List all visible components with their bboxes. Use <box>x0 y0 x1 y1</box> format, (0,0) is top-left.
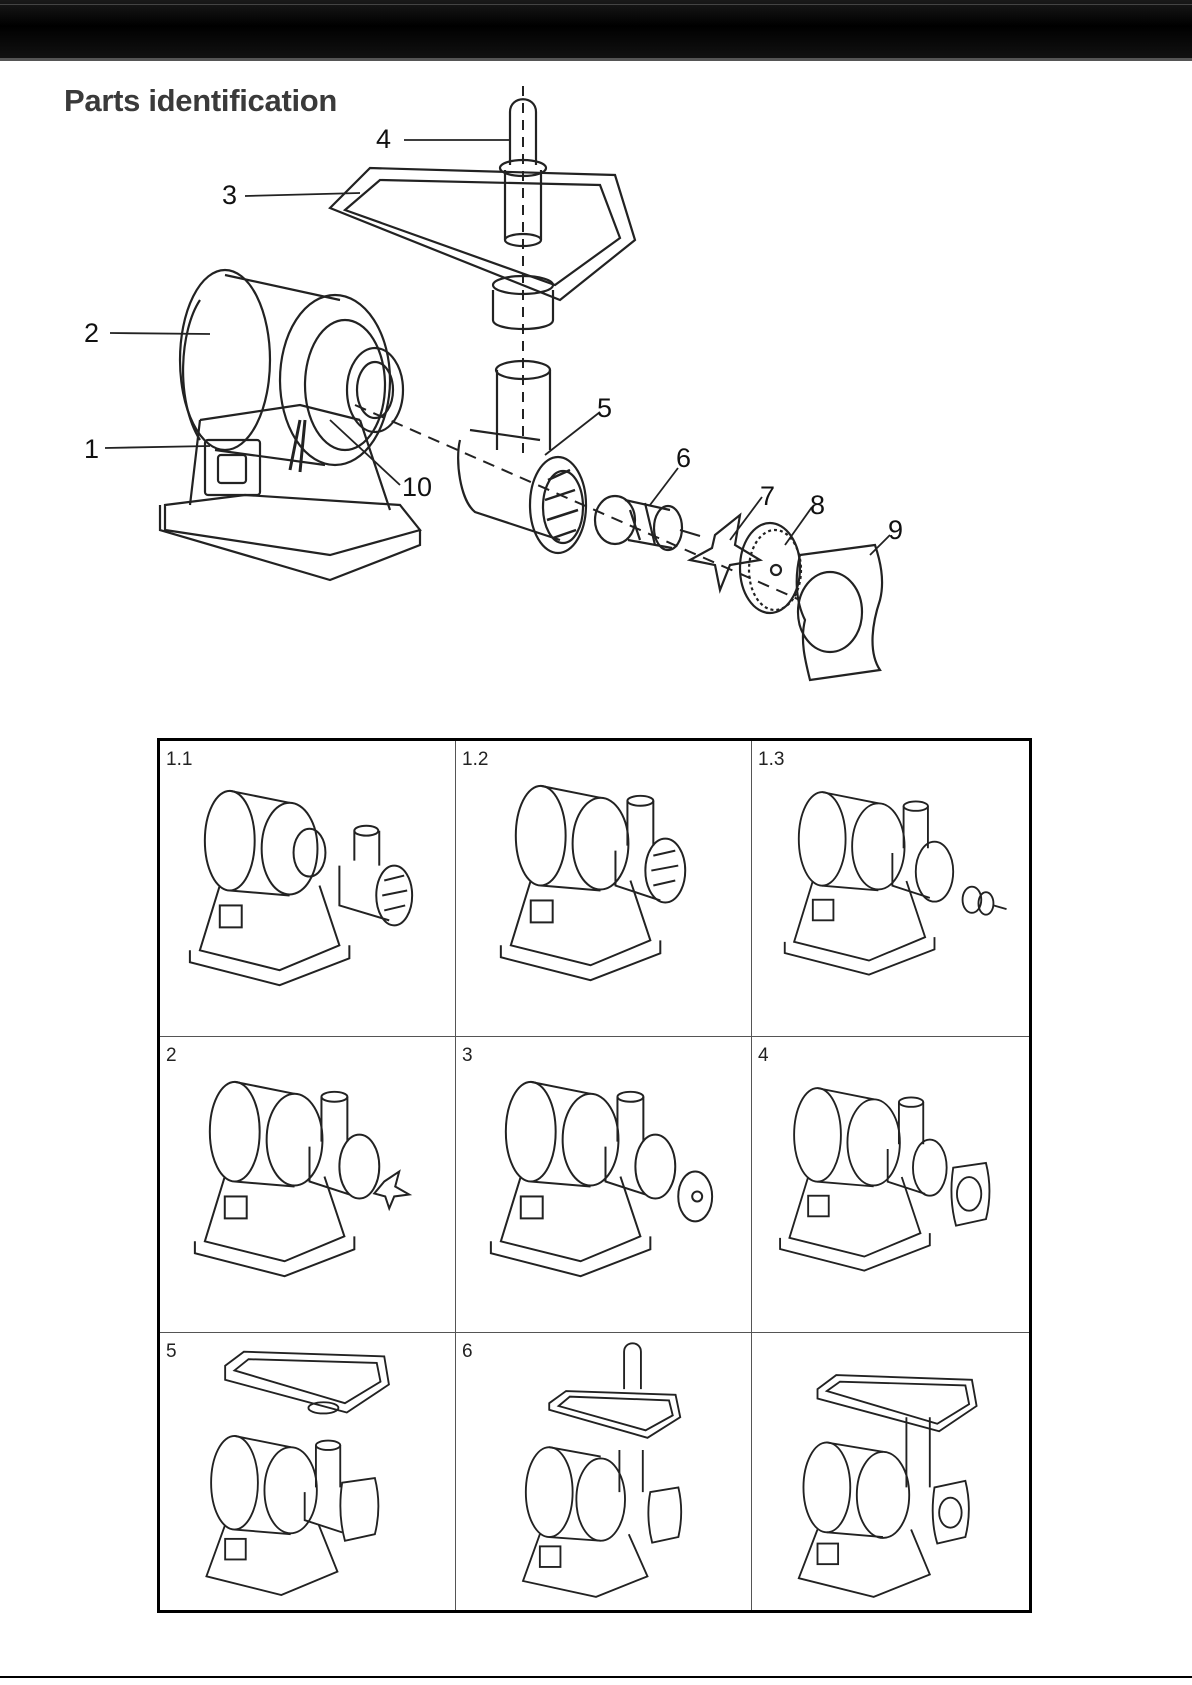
ring-nut <box>797 545 882 680</box>
footer-rule <box>0 1676 1192 1678</box>
grinder-head <box>458 361 586 553</box>
step-illustration <box>752 1037 1029 1332</box>
callout-6: 6 <box>676 443 691 473</box>
callout-9: 9 <box>888 515 903 545</box>
callout-4: 4 <box>376 124 391 154</box>
feed-tray <box>330 168 635 329</box>
assembly-step: 6 <box>456 1333 752 1610</box>
callout-1: 1 <box>84 434 99 464</box>
step-illustration <box>160 1333 455 1610</box>
assembly-step: 1.3 <box>752 741 1029 1037</box>
assembly-step: 5 <box>160 1333 456 1610</box>
assembly-step: 1.1 <box>160 741 456 1037</box>
header-bar <box>0 0 1192 61</box>
callout-2: 2 <box>84 318 99 348</box>
assembly-step: 3 <box>456 1037 752 1333</box>
assembly-step: 4 <box>752 1037 1029 1333</box>
assembly-step <box>752 1333 1029 1610</box>
parts-diagram: 4 3 2 1 5 6 7 8 9 10 <box>0 60 1192 690</box>
assembly-step: 2 <box>160 1037 456 1333</box>
assembly-step: 1.2 <box>456 741 752 1037</box>
callout-5: 5 <box>597 393 612 423</box>
step-illustration <box>160 741 455 1036</box>
step-illustration <box>456 1333 751 1610</box>
callout-8: 8 <box>810 490 825 520</box>
step-illustration <box>160 1037 455 1332</box>
step-illustration <box>752 1333 1029 1610</box>
callout-3: 3 <box>222 180 237 210</box>
callout-7: 7 <box>760 481 775 511</box>
step-illustration <box>456 1037 751 1332</box>
callout-10: 10 <box>402 472 432 502</box>
auger-screw <box>595 496 700 550</box>
step-illustration <box>752 741 1029 1036</box>
assembly-steps-grid: 1.1 1.2 1.3 2 3 4 5 6 <box>157 738 1032 1613</box>
motor-housing <box>180 270 403 472</box>
step-illustration <box>456 741 751 1036</box>
